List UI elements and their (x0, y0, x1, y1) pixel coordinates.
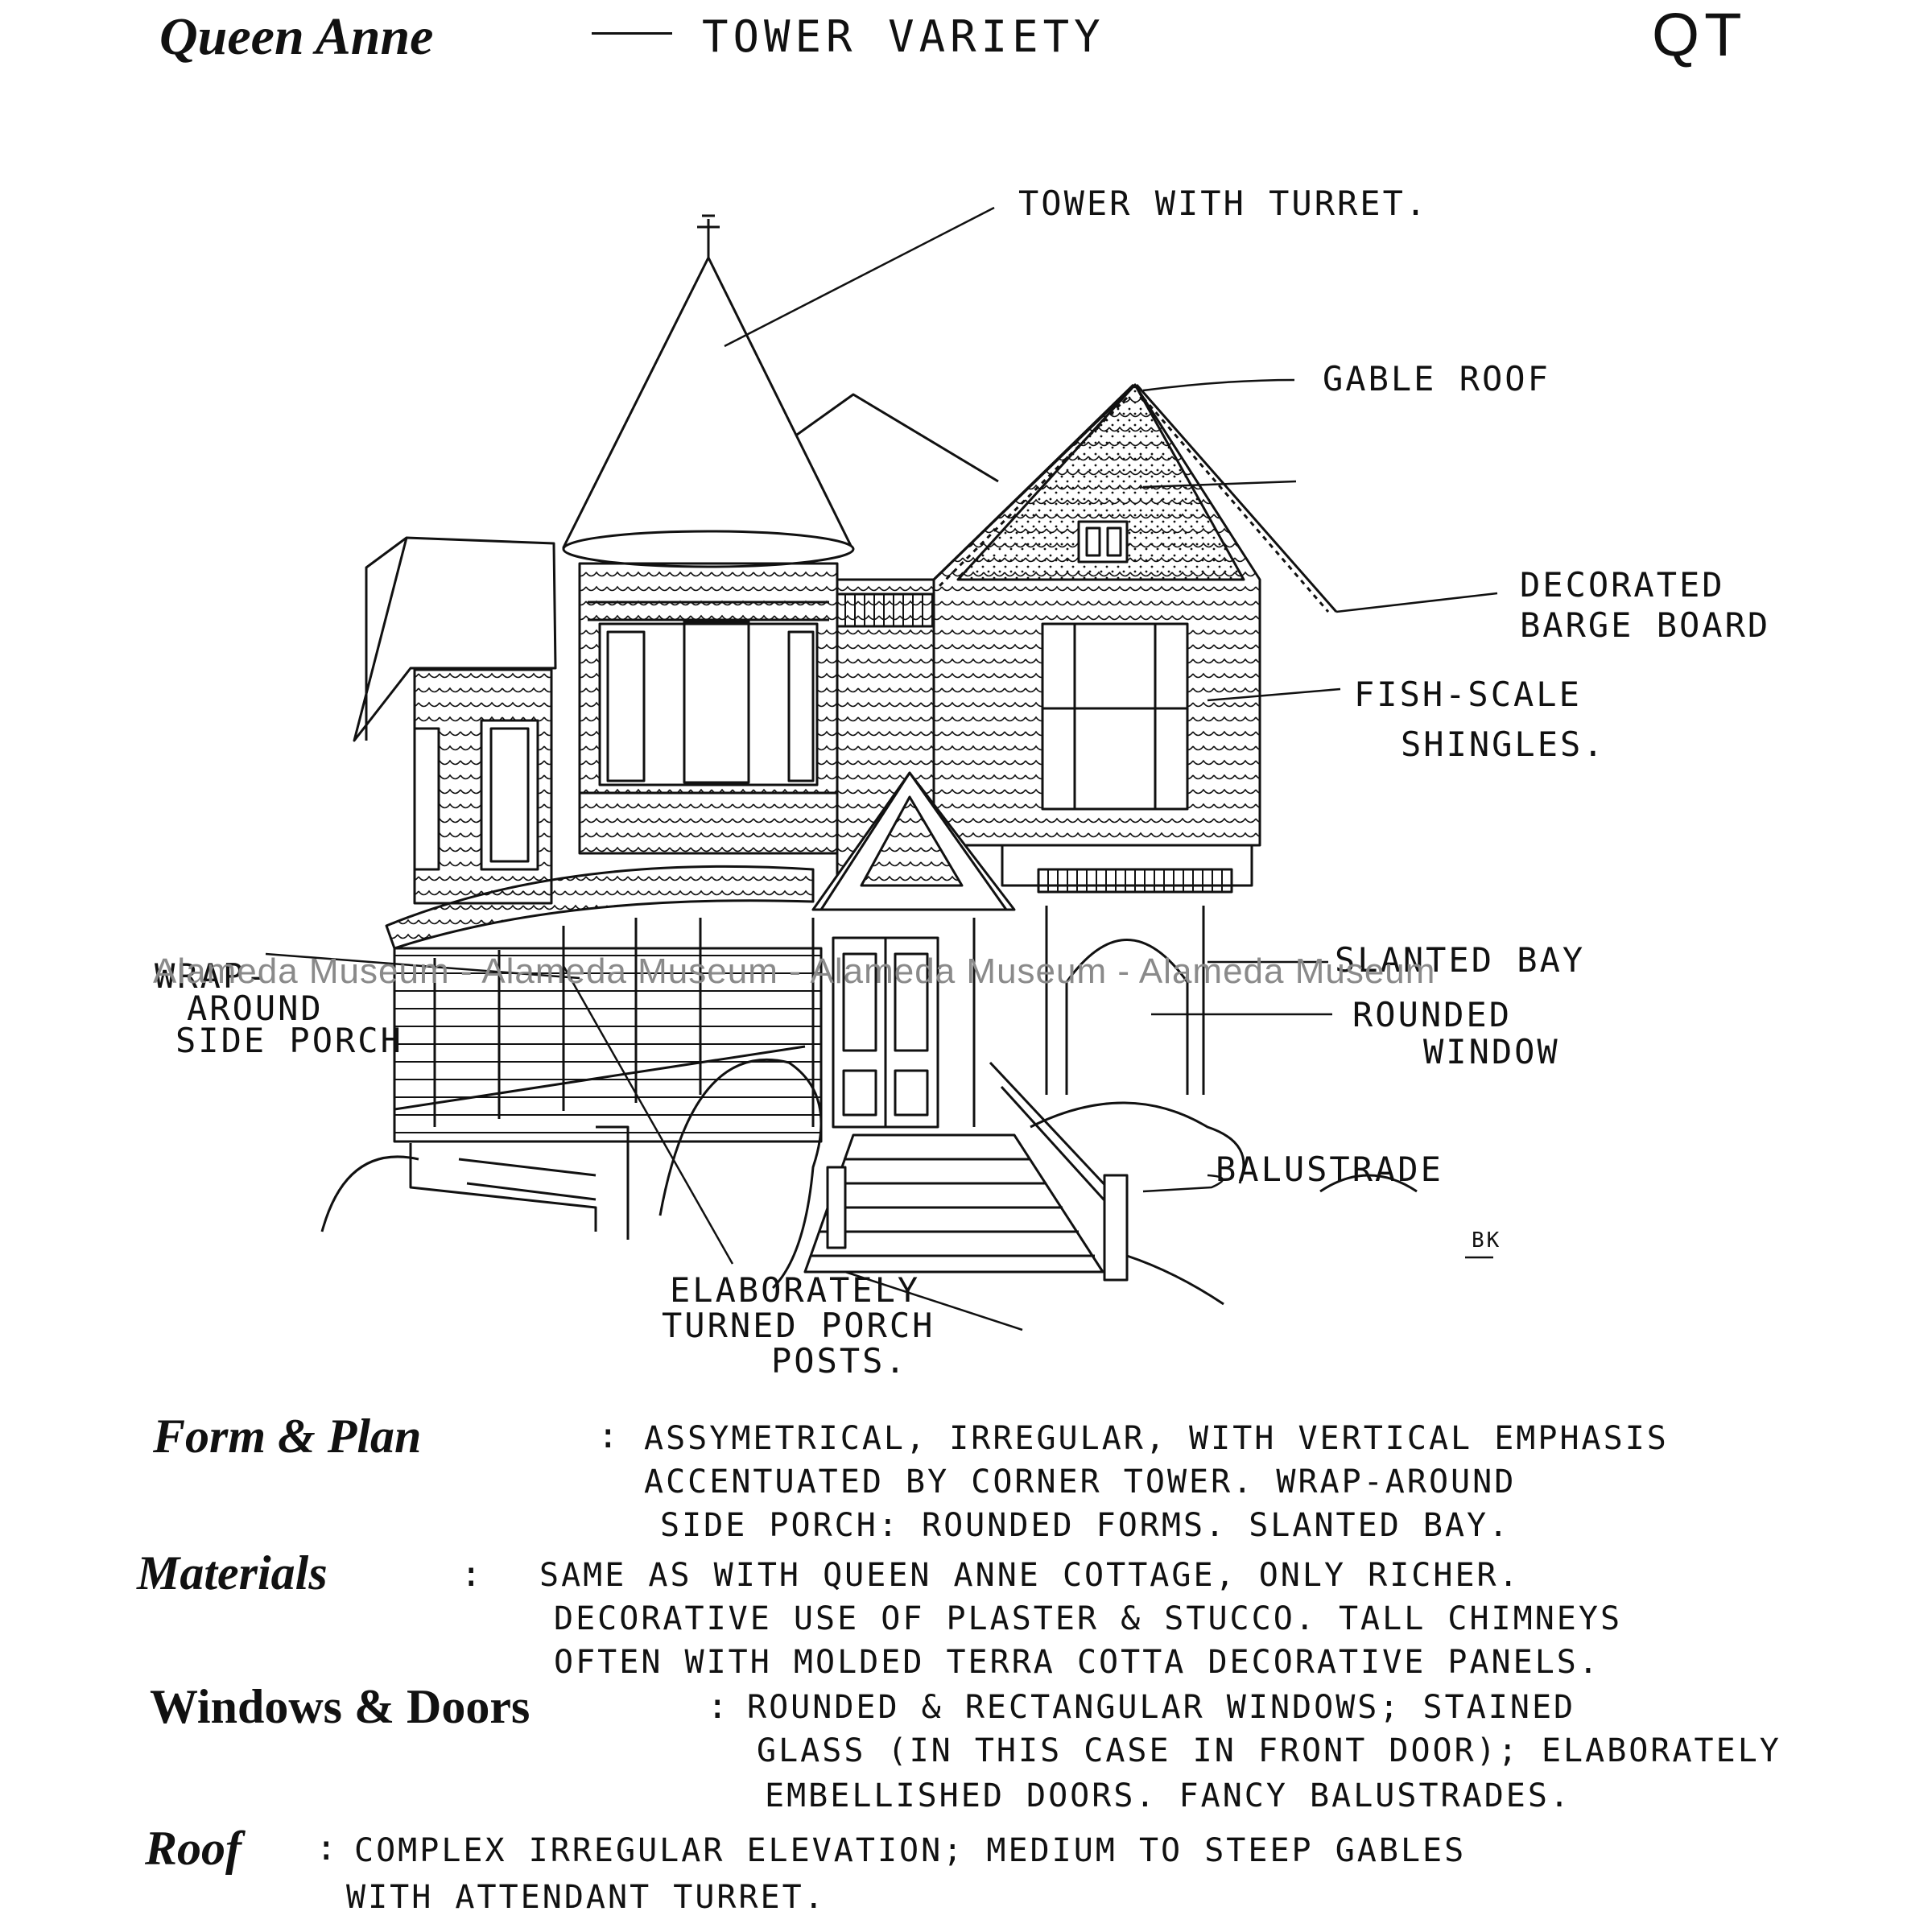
label-fish-scale-2: SHINGLES. (1401, 724, 1606, 764)
rear-roof (796, 393, 999, 483)
label-barge-board-1: DECORATED (1520, 565, 1725, 605)
artist-initials: BK (1472, 1228, 1502, 1253)
section-separator: : (597, 1415, 621, 1456)
windows-doors-line-2: GLASS (IN THIS CASE IN FRONT DOOR); ELAB… (757, 1732, 1781, 1769)
section-heading-roof: Roof (145, 1822, 242, 1875)
left-wing (353, 536, 557, 905)
front-gable (932, 383, 1338, 847)
materials-line-1: SAME AS WITH QUEEN ANNE COTTAGE, ONLY RI… (539, 1557, 1521, 1594)
house-illustration (265, 206, 1498, 1331)
label-porch-posts-2: TURNED PORCH (662, 1306, 935, 1345)
section-heading-materials: Materials (137, 1546, 328, 1600)
section-separator: : (460, 1554, 485, 1595)
turret-cone (562, 214, 855, 568)
slanted-bay (1001, 844, 1253, 1095)
style-title: Queen Anne (159, 7, 434, 66)
label-wrap-porch-1: WRAP- (155, 956, 269, 996)
label-slanted-bay: SLANTED BAY (1335, 940, 1586, 980)
label-fish-scale-1: FISH-SCALE (1354, 675, 1582, 714)
materials-line-3: OFTEN WITH MOLDED TERRA COTTA DECORATIVE… (554, 1644, 1600, 1681)
tower-body (578, 562, 839, 855)
windows-doors-line-1: ROUNDED & RECTANGULAR WINDOWS; STAINED (747, 1689, 1576, 1726)
label-rounded-window-2: WINDOW (1423, 1032, 1560, 1071)
form-plan-line-1: ASSYMETRICAL, IRREGULAR, WITH VERTICAL E… (644, 1420, 1669, 1457)
shrubs (320, 1058, 1418, 1306)
title-dash (592, 32, 672, 35)
materials-line-2: DECORATIVE USE OF PLASTER & STUCCO. TALL… (554, 1600, 1623, 1637)
section-separator: : (707, 1686, 731, 1727)
label-wrap-porch-2: AROUND (187, 989, 324, 1028)
label-gable-roof: GABLE ROOF (1323, 359, 1550, 398)
variety-subtitle: TOWER VARIETY (702, 11, 1105, 62)
roof-line-2: WITH ATTENDANT TURRET. (346, 1879, 826, 1916)
front-door (832, 936, 939, 1129)
form-plan-line-3: SIDE PORCH: ROUNDED FORMS. SLANTED BAY. (660, 1507, 1511, 1544)
leader-lines (265, 206, 1498, 1331)
foundation (409, 1125, 630, 1240)
entry-gable (811, 771, 1016, 911)
form-plan-line-2: ACCENTUATED BY CORNER TOWER. WRAP-AROUND (644, 1463, 1517, 1501)
windows-doors-line-3: EMBELLISHED DOORS. FANCY BALUSTRADES. (765, 1777, 1572, 1814)
label-balustrade: BALUSTRADE (1216, 1150, 1443, 1189)
label-barge-board-2: BARGE BOARD (1520, 605, 1771, 645)
roof-line-1: COMPLEX IRREGULAR ELEVATION; MEDIUM TO S… (354, 1832, 1467, 1869)
section-separator: : (316, 1827, 340, 1868)
label-porch-posts-1: ELABORATELY (670, 1270, 921, 1310)
porch-roof (385, 865, 815, 950)
label-rounded-window-1: ROUNDED (1352, 995, 1513, 1034)
watermark: Alameda Museum - Alameda Museum - Alamed… (153, 952, 1436, 991)
front-stairs (803, 1061, 1129, 1282)
section-heading-form-plan: Form & Plan (153, 1410, 422, 1463)
label-wrap-porch-3: SIDE PORCH (175, 1021, 403, 1060)
label-tower-with-turret: TOWER WITH TURRET. (1018, 184, 1429, 223)
section-heading-windows-doors: Windows & Doors (150, 1680, 530, 1733)
label-porch-posts-3: POSTS. (771, 1341, 908, 1381)
style-code: QT (1652, 1, 1747, 69)
